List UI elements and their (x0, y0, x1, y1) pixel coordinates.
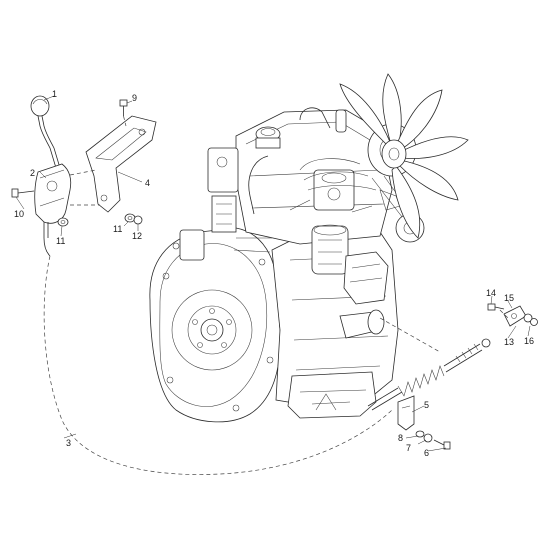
callout-leaders (15, 95, 531, 452)
mounting-bracket (57, 99, 157, 227)
callout-12: 12 (132, 231, 142, 241)
callout-6: 6 (424, 448, 429, 458)
cable-clamp (397, 395, 451, 450)
callout-4: 4 (145, 178, 150, 188)
fan-blades (339, 73, 469, 239)
callout-1: 1 (52, 89, 57, 99)
callout-8: 8 (398, 433, 403, 443)
callout-2: 2 (30, 168, 35, 178)
callout-16: 16 (524, 336, 534, 346)
callout-labels: 1 2 3 4 5 6 7 8 9 10 11 11 12 13 14 15 1… (14, 89, 534, 458)
linkage-parts (487, 303, 538, 327)
lever-housing (34, 163, 72, 224)
callout-10: 10 (14, 209, 24, 219)
callout-15: 15 (504, 293, 514, 303)
throttle-lever-assembly (11, 95, 72, 257)
callout-14: 14 (486, 288, 496, 298)
throttle-cable (43, 255, 491, 475)
callout-3: 3 (66, 438, 71, 448)
callout-7: 7 (406, 443, 411, 453)
callout-13: 13 (504, 337, 514, 347)
callout-11-right: 11 (113, 224, 122, 234)
callout-9: 9 (132, 93, 137, 103)
callout-5: 5 (424, 400, 429, 410)
callout-11-left: 11 (56, 236, 65, 246)
